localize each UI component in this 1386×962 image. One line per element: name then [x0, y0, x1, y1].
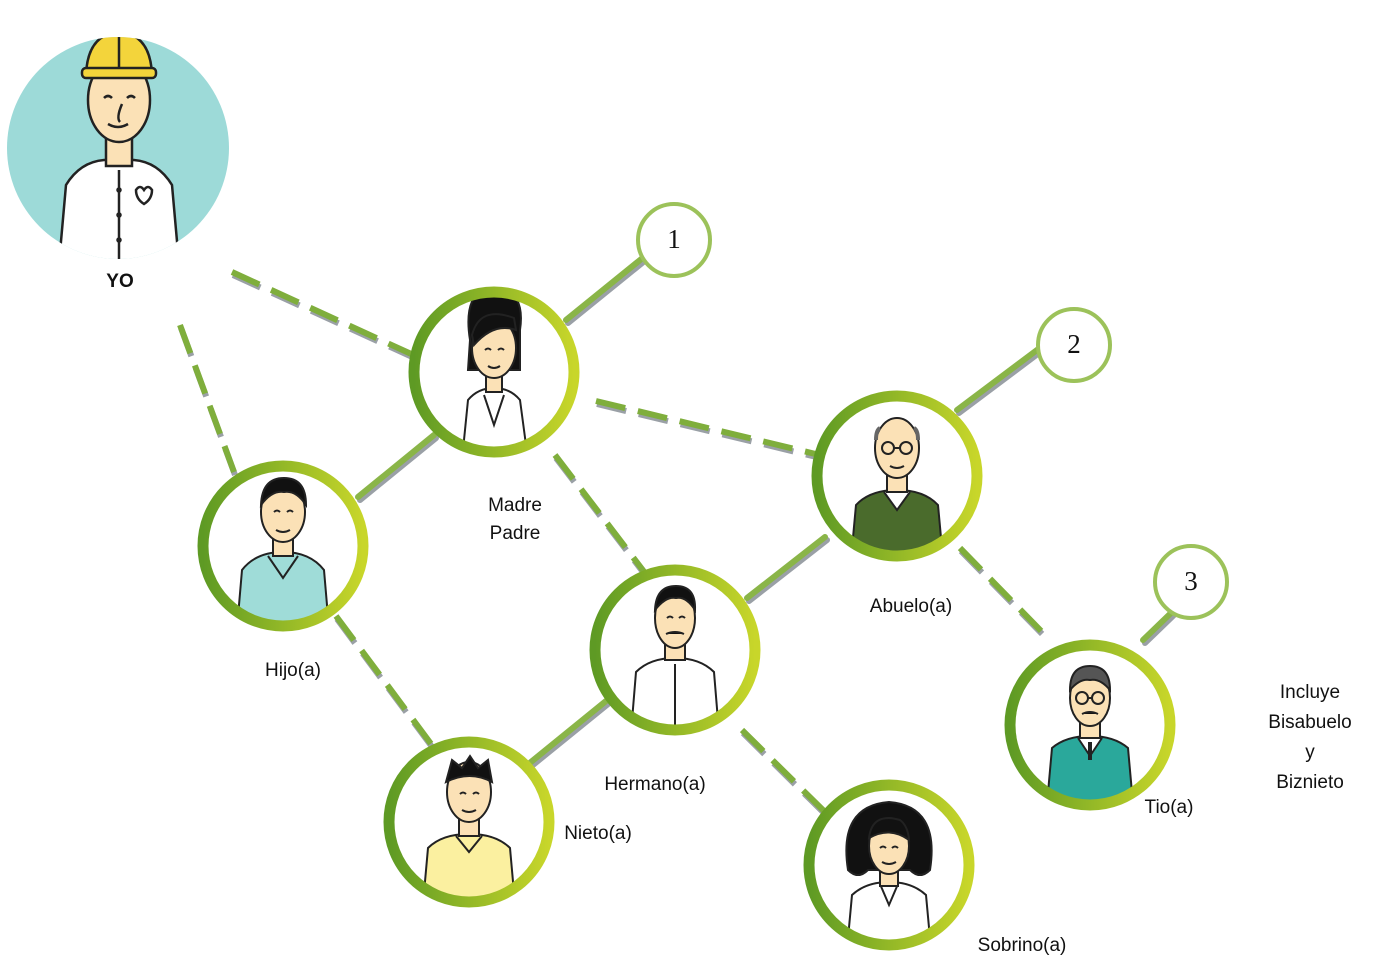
dashed-connectors [177, 269, 1051, 821]
degree-badge-1 [636, 202, 712, 278]
madre-padre-label: Madre Padre [488, 492, 542, 548]
note-line-2: Bisabuelo y [1268, 712, 1352, 763]
nieto-label: Nieto(a) [564, 823, 632, 844]
degree-3-text: 3 [1184, 566, 1198, 596]
madre-text: Madre [488, 495, 542, 516]
note-line-3: Biznieto [1276, 772, 1344, 793]
nieto-node [383, 736, 555, 908]
abuelo-label: Abuelo(a) [869, 596, 953, 617]
abuelo-node [811, 390, 983, 562]
yo-label: YO [106, 271, 134, 292]
madre-padre-node [408, 286, 580, 458]
degree-note: Incluye Bisabuelo y Biznieto [1268, 678, 1351, 798]
sobrino-label: Sobrino(a) [977, 935, 1067, 956]
yo-avatar [7, 37, 229, 259]
hermano-label: Hermano(a) [604, 774, 706, 795]
tio-label: Tio(a) [1144, 797, 1194, 818]
tio-node [1004, 639, 1176, 811]
hermano-node [589, 564, 761, 736]
hijo-node [197, 460, 369, 632]
padre-text: Padre [489, 523, 541, 544]
degree-badge-2 [1036, 307, 1112, 383]
degree-2-text: 2 [1067, 329, 1081, 359]
note-line-1: Incluye [1279, 682, 1341, 703]
sobrino-node [803, 779, 975, 951]
solid-connectors [355, 253, 1177, 772]
hijo-label: Hijo(a) [265, 660, 321, 681]
degree-1-text: 1 [667, 224, 681, 254]
degree-badge-3 [1153, 544, 1229, 620]
